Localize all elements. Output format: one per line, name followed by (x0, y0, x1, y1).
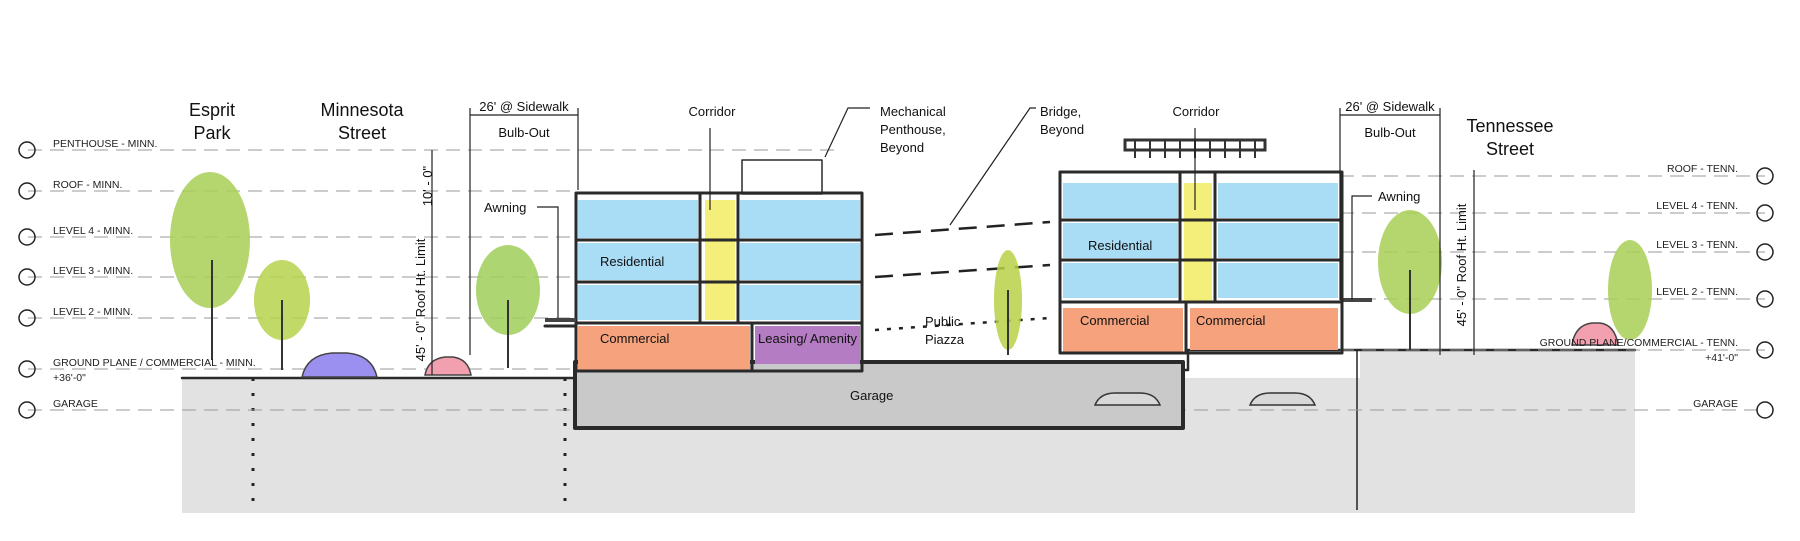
commercial-left (578, 326, 750, 371)
level-marker-icons (18, 141, 1774, 419)
awning-label: Awning (1378, 189, 1420, 204)
tree-icon (170, 172, 250, 360)
tree-icon (476, 245, 540, 368)
garage (575, 362, 1183, 428)
garage-label: Garage (850, 388, 893, 403)
street-name: Minnesota (320, 100, 404, 120)
level-label: LEVEL 2 - MINN. (53, 306, 133, 318)
level-label: GARAGE (1693, 398, 1738, 410)
level-label: ROOF - MINN. (53, 179, 122, 191)
leasing-label: Leasing/ Amenity (758, 331, 858, 346)
street-name: Esprit (189, 100, 235, 120)
level-label: LEVEL 4 - MINN. (53, 225, 133, 237)
mechanical-label: Mechanical (880, 104, 946, 119)
corridor-left-core (705, 200, 735, 320)
level-elevation: +36'-0" (53, 372, 86, 384)
car-icon (1571, 322, 1619, 346)
dimension-label: 45' - 0" Roof Ht. Limit (1454, 203, 1469, 326)
commercial-label: Commercial (600, 331, 669, 346)
right-building-residential (1063, 183, 1338, 303)
mechanical-label: Penthouse, (880, 122, 946, 137)
level-elevation: +41'-0" (1705, 352, 1738, 364)
level-label: GARAGE (53, 398, 98, 410)
piazza-label: Public (925, 314, 961, 329)
left-building-outline (543, 191, 864, 373)
level-label: GROUND PLANE / COMMERCIAL - MINN. (53, 357, 256, 369)
leasing-amenity (755, 326, 860, 364)
level-label: ROOF - TENN. (1667, 163, 1738, 175)
commercial-label: Commercial (1080, 313, 1149, 328)
commercial-label: Commercial (1196, 313, 1265, 328)
mechanical-label: Beyond (880, 140, 924, 155)
commercial-right-1 (1063, 308, 1183, 353)
awning-label: Awning (484, 200, 526, 215)
corridor-label: Corridor (689, 104, 737, 119)
mechanical-penthouse (741, 159, 823, 195)
bridge-beyond (874, 220, 1051, 332)
sidewalk-label: 26' @ Sidewalk (1345, 99, 1435, 114)
level-label: LEVEL 2 - TENN. (1656, 286, 1738, 298)
street-name: Tennessee (1466, 116, 1553, 136)
corridor-right-core (1184, 183, 1212, 303)
tree-icon (994, 250, 1022, 355)
car-icon (1248, 392, 1317, 406)
dimension-label: 45' - 0" Roof Ht. Limit (413, 238, 428, 361)
residential-label: Residential (1088, 238, 1152, 253)
level-label: LEVEL 3 - MINN. (53, 265, 133, 277)
ground-mass-tennessee (1360, 350, 1635, 380)
left-building-residential (578, 200, 860, 320)
street-name: Park (193, 123, 231, 143)
piazza-label: Piazza (925, 332, 965, 347)
level-label: LEVEL 3 - TENN. (1656, 239, 1738, 251)
sidewalk-label: 26' @ Sidewalk (479, 99, 569, 114)
car-icon (424, 356, 472, 376)
tree-icon (254, 260, 310, 370)
corridor-label: Corridor (1173, 104, 1221, 119)
dimension-label: 10' - 0" (420, 165, 435, 206)
street-name: Street (338, 123, 386, 143)
level-label: LEVEL 4 - TENN. (1656, 200, 1738, 212)
residential-label: Residential (600, 254, 664, 269)
tree-icon (1608, 240, 1652, 340)
sidewalk-label: Bulb-Out (498, 125, 550, 140)
bridge-label: Beyond (1040, 122, 1084, 137)
garage-outline (573, 360, 1185, 430)
dimension-lines (431, 107, 1475, 375)
tree-icon (1378, 210, 1442, 350)
car-icon (301, 352, 378, 378)
level-label: PENTHOUSE - MINN. (53, 138, 157, 150)
commercial-right-2 (1190, 308, 1338, 350)
car-icon (1093, 392, 1162, 406)
right-building-outline (1058, 170, 1344, 355)
sidewalk-label: Bulb-Out (1364, 125, 1416, 140)
bridge-label: Bridge, (1040, 104, 1081, 119)
street-name: Street (1486, 139, 1534, 159)
level-label: GROUND PLANE/COMMERCIAL - TENN. (1540, 337, 1738, 349)
